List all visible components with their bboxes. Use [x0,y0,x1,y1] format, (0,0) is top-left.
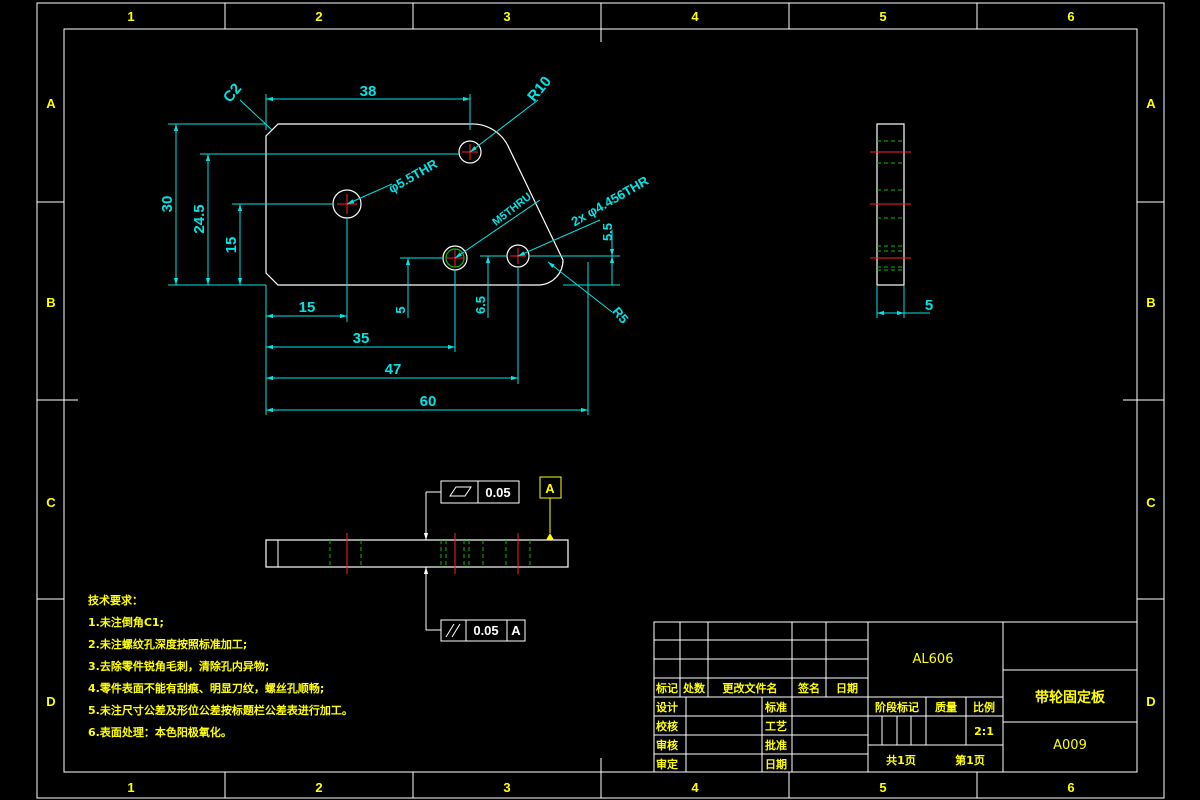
side-hidden-lines [877,140,904,271]
col-label-bottom-5: 5 [879,780,886,795]
row-label-right-b: B [1146,295,1155,310]
tech-req-item-6: 6.表面处理：本色阳极氧化。 [88,725,232,739]
label-process: 工艺 [765,719,787,733]
tech-req-item-4: 4.零件表面不能有刮痕、明显刀纹，螺丝孔顺畅; [88,681,324,695]
dimension-lines [168,94,620,415]
side-center-lines [870,151,911,259]
flatness-icon [449,486,472,497]
scale-value: 2:1 [974,725,994,738]
datum-label: A [545,481,555,496]
tech-requirements: 技术要求： 1.未注倒角C1; 2.未注螺纹孔深度按照标准加工; 3.去除零件锐… [88,593,353,739]
tech-req-item-5: 5.未注尺寸公差及形位公差按标题栏公差表进行加工。 [88,703,353,717]
zone-labels: 1 2 3 4 5 6 1 2 3 4 5 6 A B C D A B C D [46,9,1156,795]
tech-req-item-2: 2.未注螺纹孔深度按照标准加工; [88,637,247,651]
row-label-left-a: A [46,96,56,111]
label-standard: 标准 [764,700,787,714]
col-label-top-4: 4 [691,9,699,24]
weight-label: 质量 [935,700,957,714]
part-code: AL606 [913,652,954,667]
dim-height-main-hole: 15 [223,237,240,254]
page-number: 第1页 [955,753,985,767]
dim-x-pair-hole: 47 [385,361,402,378]
parallelism-datum: A [511,623,521,638]
dim-top-width: 38 [360,83,377,100]
col-label-top-2: 2 [315,9,322,24]
dim-radius-bottom: R5 [609,304,631,326]
parallelism-callout: 0.05 A [423,567,526,642]
tech-req-title: 技术要求： [88,593,143,607]
row-label-left-d: D [46,694,55,709]
edge-view: 0.05 A 0.05 A [265,476,569,642]
dim-radius-top: R10 [524,73,555,105]
role-design: 设计 [656,700,678,714]
dim-hole-main: φ5.5THR [386,156,441,196]
dim-hole-thread-height: 5 [393,306,408,313]
col-label-bottom-3: 3 [503,780,510,795]
parallelism-icon [445,623,461,638]
edge-outline [265,539,569,568]
label-date: 日期 [765,757,787,771]
scale-label: 比例 [973,700,995,714]
rev-header-mark: 标记 [655,681,678,695]
flatness-value: 0.05 [485,485,510,500]
rev-header-sign: 签名 [797,681,820,695]
col-label-bottom-4: 4 [691,780,699,795]
dim-hole-pair-height: 6.5 [473,296,488,314]
col-label-bottom-6: 6 [1067,780,1074,795]
parallelism-value: 0.05 [473,623,498,638]
edge-hidden-lines [329,540,531,567]
dim-chamfer: C2 [220,80,245,106]
title-block: 标记 处数 更改文件名 签名 日期 设计 校核 审核 审定 标准 工艺 批准 日… [653,621,1138,773]
role-approve: 审定 [656,757,678,771]
row-label-left-b: B [46,295,55,310]
rev-header-date: 日期 [836,681,858,695]
tech-req-item-3: 3.去除零件锐角毛刺，清除孔内异物; [88,659,269,673]
dim-x-main-hole: 15 [299,299,316,316]
total-pages: 共1页 [886,753,916,767]
part-name: 带轮固定板 [1035,689,1106,706]
label-authorize: 批准 [765,738,787,752]
dim-x-thread-hole: 35 [353,330,370,347]
drawing-number: A009 [1053,738,1087,753]
part-outline [265,123,564,286]
datum-a: A [539,476,562,540]
side-view: 5 [870,123,933,318]
role-check: 校核 [656,719,678,733]
plan-view: 38 C2 R10 30 24.5 15 φ5.5THR M5THRU 2x φ… [159,73,652,415]
col-label-top-6: 6 [1067,9,1074,24]
flatness-callout: 0.05 [423,480,520,540]
row-label-right-c: C [1146,495,1156,510]
dim-height-overall: 30 [159,196,176,213]
stage-mark-label: 阶段标记 [875,700,919,714]
role-review: 审核 [656,738,678,752]
tech-req-item-1: 1.未注倒角C1; [88,615,164,629]
hole-top [458,140,482,164]
col-label-bottom-2: 2 [315,780,322,795]
col-label-bottom-1: 1 [127,780,134,795]
dim-height-upper-hole: 24.5 [191,204,208,233]
col-label-top-5: 5 [879,9,886,24]
drawing-frame [36,2,1165,799]
dim-hole-small-vertical: 5.5 [600,223,615,241]
row-label-left-c: C [46,495,56,510]
rev-header-count: 处数 [682,681,706,695]
col-label-top-3: 3 [503,9,510,24]
col-label-top-1: 1 [127,9,134,24]
dim-overall-width: 60 [420,393,437,410]
row-label-right-a: A [1146,96,1156,111]
rev-header-file: 更改文件名 [723,681,778,695]
dim-thickness: 5 [925,297,933,314]
dim-hole-pair: 2x φ4.456THR [568,173,651,230]
row-label-right-d: D [1146,694,1155,709]
edge-center-lines [346,533,519,574]
dim-hole-thread: M5THRU [490,191,534,229]
